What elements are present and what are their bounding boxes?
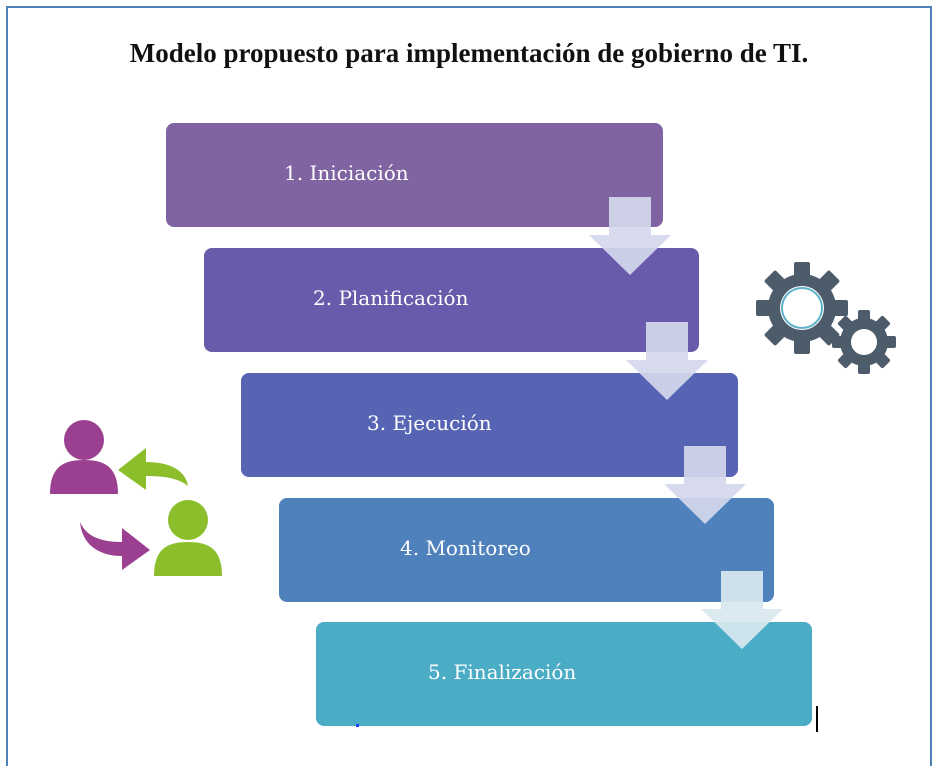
down-arrow-icon [664, 446, 746, 524]
gears-icon [756, 262, 896, 374]
down-arrow-icon [626, 322, 708, 400]
step-label: 3. Ejecución [367, 411, 492, 435]
diagram-frame [6, 6, 932, 766]
step-monitoreo: 4. Monitoreo [279, 498, 774, 602]
diagram-title: Modelo propuesto para implementación de … [129, 38, 809, 68]
person-purple-icon [50, 420, 118, 494]
step-label: 4. Monitoreo [400, 536, 531, 560]
step-ejecucion: 3. Ejecución [241, 373, 738, 477]
step-iniciacion: 1. Iniciación [166, 123, 663, 227]
step-finalizacion: 5. Finalización [316, 622, 812, 726]
step-label: 5. Finalización [428, 660, 577, 684]
user-exchange-icon [50, 420, 222, 576]
text-cursor [816, 706, 818, 732]
step-label: 1. Iniciación [284, 161, 409, 185]
person-green-icon [154, 500, 222, 576]
down-arrow-icon [701, 571, 783, 649]
step-label: 2. Planificación [313, 286, 469, 310]
stray-dot [356, 724, 359, 727]
step-planificacion: 2. Planificación [204, 248, 699, 352]
down-arrow-icon [589, 197, 671, 275]
